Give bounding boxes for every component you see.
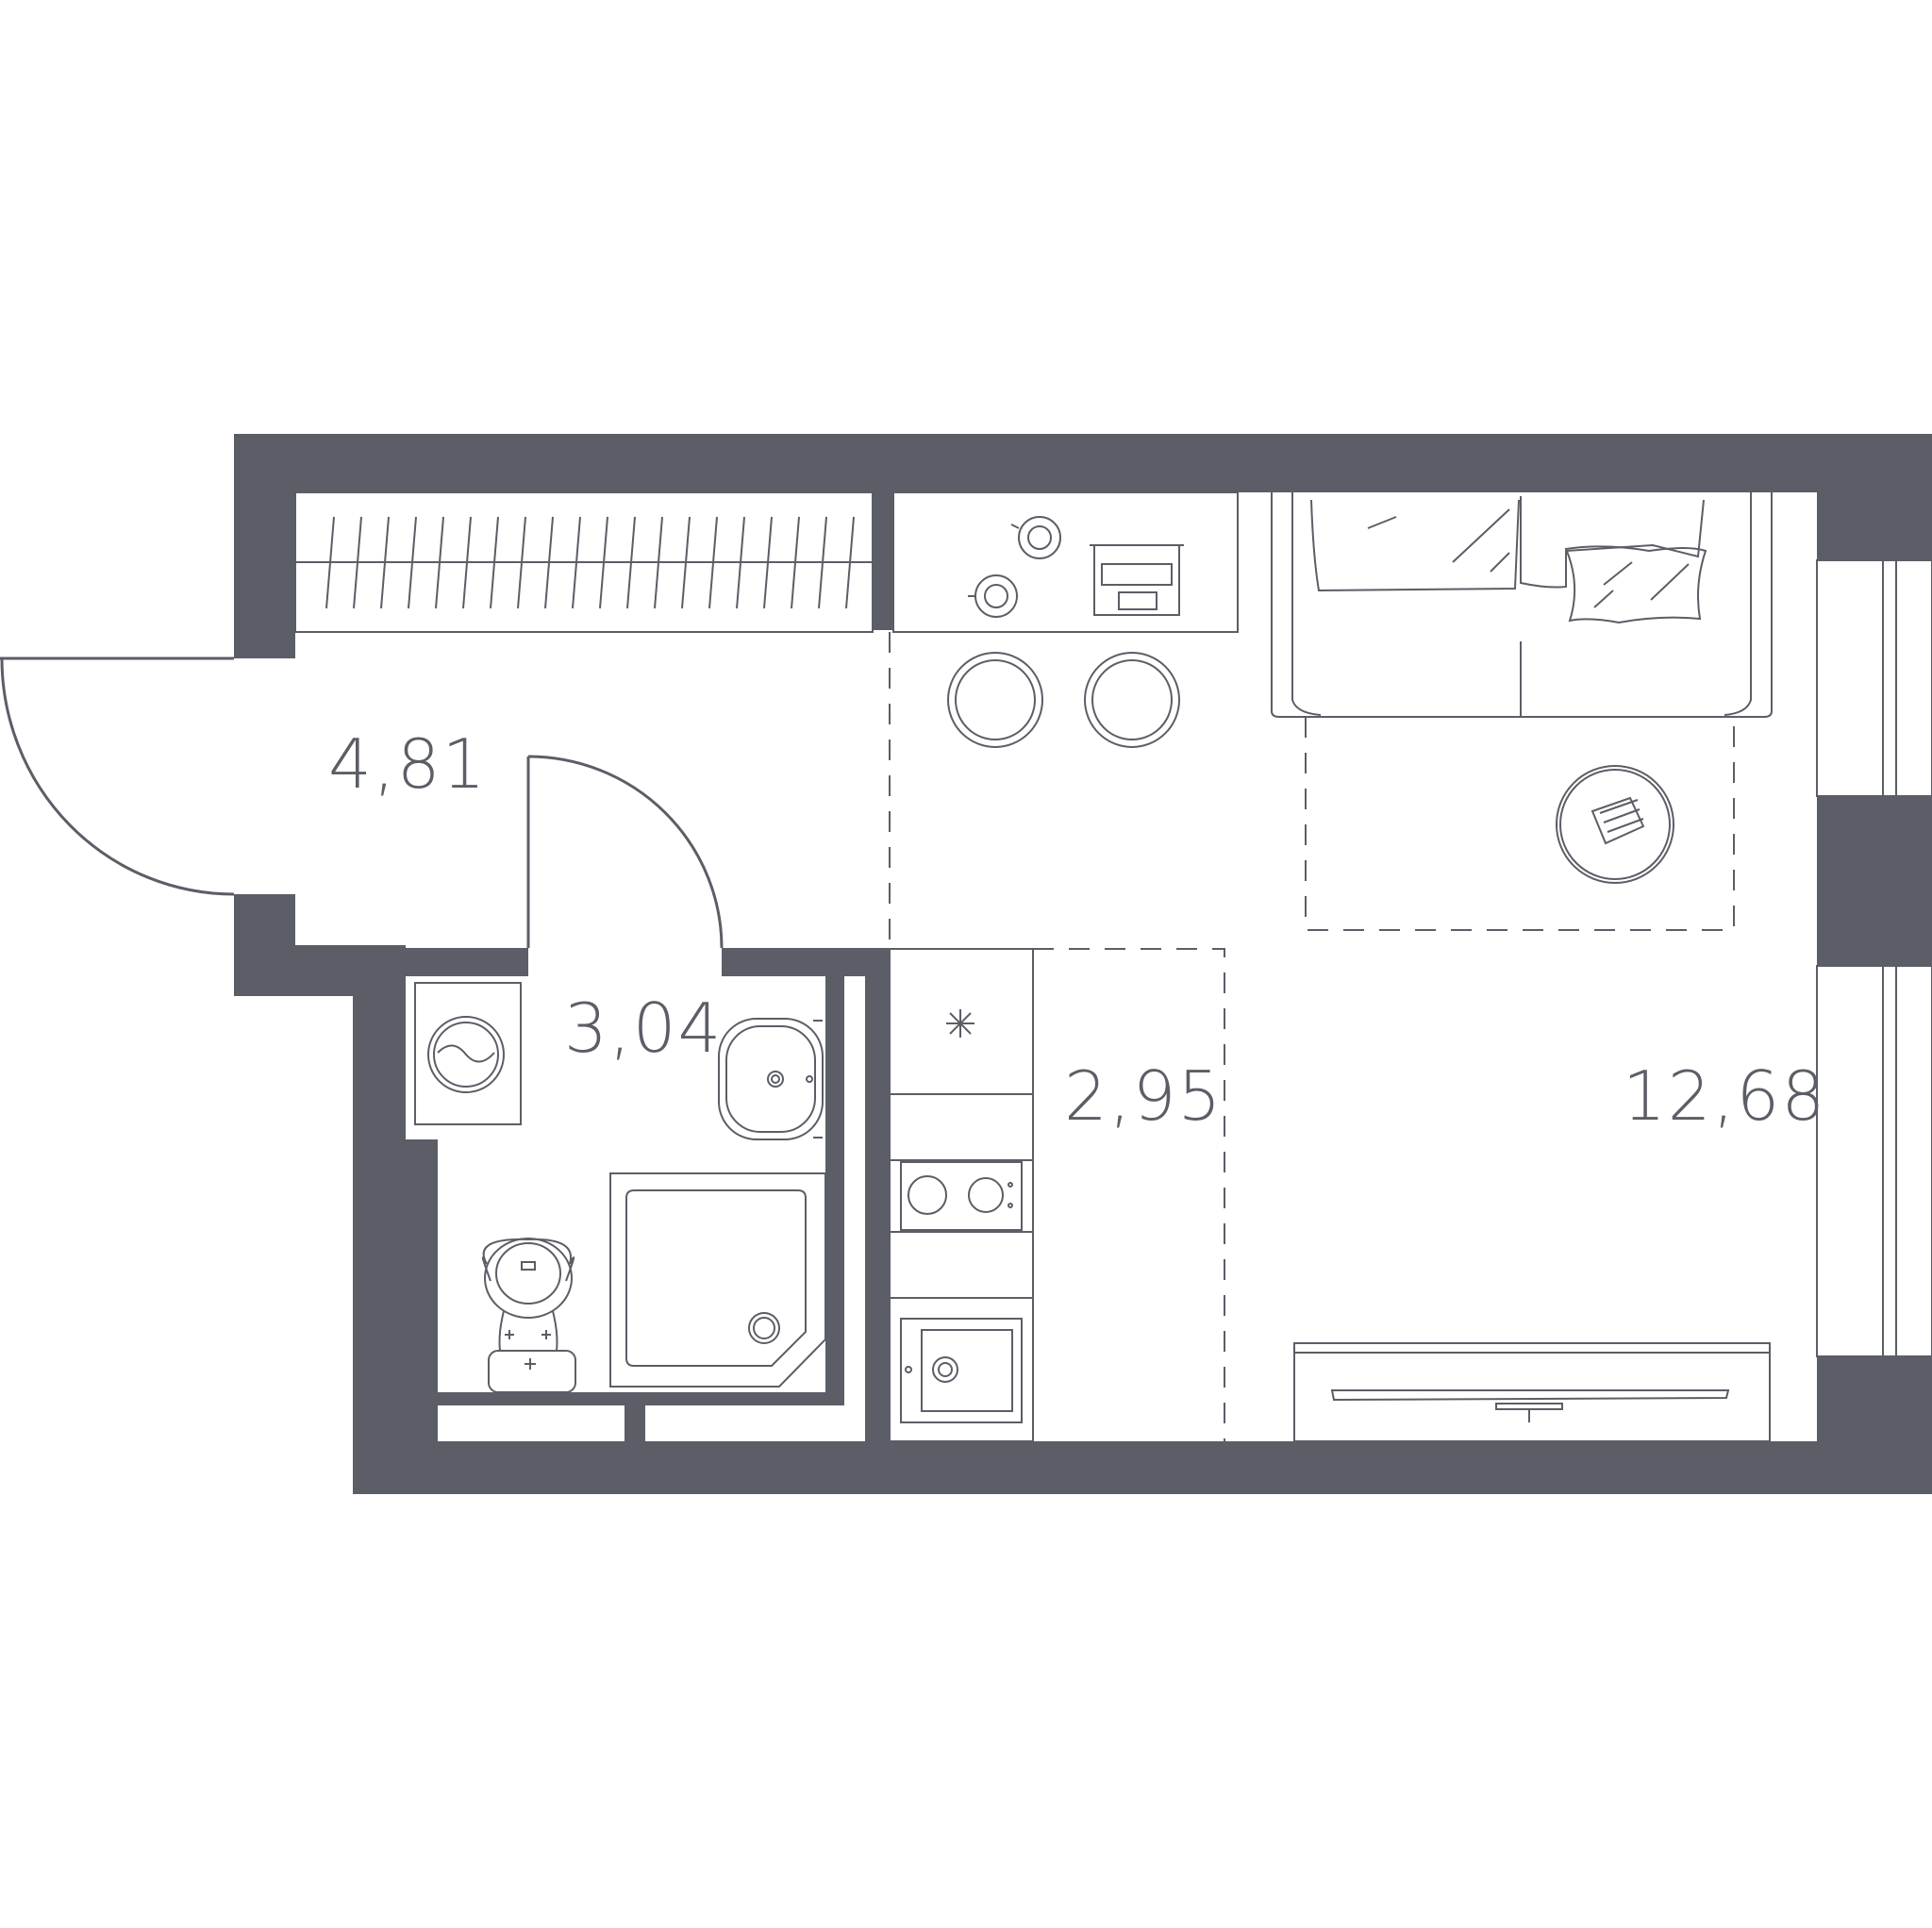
hanger-line <box>654 516 663 609</box>
laptop-icon <box>1093 544 1180 616</box>
coffee-table-icon <box>1556 765 1674 884</box>
hanger-line <box>572 516 581 609</box>
hanger-line <box>708 516 718 609</box>
shower-icon <box>609 1172 826 1388</box>
cup-icon <box>974 574 1018 618</box>
hanger-line <box>408 516 417 609</box>
bathroom-area-label: 3,04 <box>564 989 724 1068</box>
kitchen-area-label: 2,95 <box>1064 1056 1224 1136</box>
sofa <box>1271 492 1773 718</box>
tv-stand <box>1293 1342 1771 1442</box>
walls <box>234 434 1932 1494</box>
hanger-line <box>462 516 472 609</box>
pillow-icon <box>1564 545 1707 624</box>
rug <box>1305 717 1735 931</box>
window-lower <box>1816 965 1932 1357</box>
hanger-line <box>517 516 526 609</box>
hanger-line <box>626 516 636 609</box>
hallway-area-label: 4,81 <box>328 724 488 804</box>
cup-icon <box>1018 516 1061 559</box>
desk <box>892 491 1239 633</box>
kitchen-sink-icon <box>900 1318 1023 1423</box>
wall-bath-inner-right <box>825 972 844 1405</box>
wall-right-bottom <box>1817 1356 1932 1494</box>
wall-bath-top-left <box>404 948 528 976</box>
wall-bottom <box>353 1441 1932 1494</box>
tv-icon <box>1330 1389 1730 1402</box>
hanger-line <box>736 516 745 609</box>
wall-left-upper <box>234 434 295 658</box>
hanger-line <box>544 516 554 609</box>
bathroom-door <box>526 755 724 949</box>
wall-right-top <box>1817 434 1932 560</box>
wall-bath-right <box>865 948 891 1448</box>
stools <box>947 652 1180 748</box>
cooktop-icon <box>900 1161 1023 1231</box>
entrance-door <box>0 657 235 896</box>
hanger-line <box>791 516 800 609</box>
wall-right-mid <box>1817 796 1932 966</box>
hanger-line <box>490 516 499 609</box>
wall-top <box>234 434 1932 492</box>
hanger-line <box>818 516 827 609</box>
wall-bath-top-right <box>722 948 877 976</box>
hanger-line <box>845 516 855 609</box>
hanger-line <box>599 516 608 609</box>
kitchen-counter <box>889 948 1034 1442</box>
wall-bath-left <box>353 945 406 1494</box>
wall-bath-inner-stub <box>625 1392 645 1447</box>
snowflake-icon <box>946 1009 974 1038</box>
window-upper <box>1816 559 1932 797</box>
hanger-line <box>380 516 390 609</box>
hanger-line <box>763 516 773 609</box>
washbasin-icon <box>718 1018 824 1140</box>
wall-bath-inner-bottom <box>406 1392 840 1405</box>
hanger-line <box>681 516 691 609</box>
book-icon <box>1591 796 1645 845</box>
zone-dividers <box>889 632 1225 1441</box>
hanger-line <box>325 516 335 609</box>
wall-bath-inner-left <box>406 1139 438 1441</box>
hanger-line <box>353 516 362 609</box>
washing-machine-icon <box>414 982 522 1125</box>
stool-icon <box>947 652 1043 748</box>
living-room-area-label: 12,68 <box>1623 1056 1827 1136</box>
wall-partition-top <box>873 490 893 630</box>
hanger-line <box>435 516 444 609</box>
toilet-icon <box>481 1238 576 1393</box>
windows <box>1816 559 1932 1357</box>
stool-icon <box>1084 652 1180 748</box>
wardrobe <box>294 491 874 633</box>
